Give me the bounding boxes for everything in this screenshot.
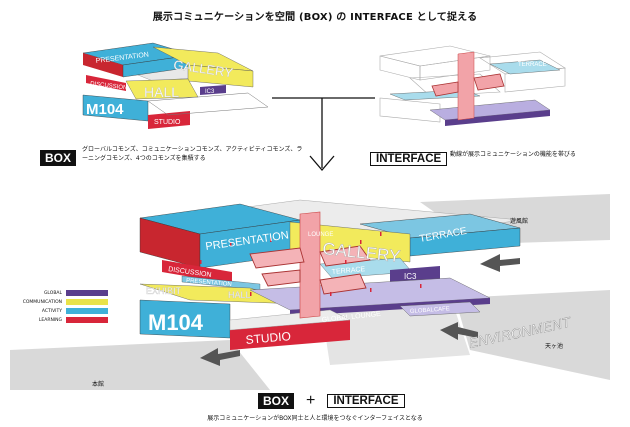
terrace-slab	[489, 59, 561, 75]
studio-box	[148, 111, 190, 129]
place-label-left: 本館	[92, 380, 104, 388]
interface-description: 動線が展示コミュニケーションの機能を帯びる	[450, 151, 576, 158]
gallery-box-side	[187, 64, 254, 88]
page-title: 展示コミュニケーションを空間 (BOX) の INTERFACE として捉える	[152, 12, 478, 23]
legend-label: GLOBAL	[43, 290, 62, 296]
main-label-exhibit: EXHIBIT	[146, 286, 182, 296]
main-label-ic3: IC3	[404, 272, 417, 281]
legend-item-learning: LEARNING	[20, 317, 115, 323]
main-label-m104: M104	[148, 310, 204, 335]
legend-item-global: GLOBAL	[20, 290, 115, 296]
circulation-tower	[457, 51, 475, 121]
legend-item-communication: COMMUNICATION	[20, 299, 115, 305]
ground-right	[455, 290, 610, 380]
box-tag-top: BOX	[40, 147, 77, 166]
ic3-box	[200, 85, 226, 95]
bottom-box-label: BOX	[258, 393, 295, 409]
connector-arrow	[272, 97, 375, 171]
label-m104: M104	[86, 101, 124, 118]
stairs-group	[431, 73, 505, 97]
legend-item-activity: ACTIVITY	[20, 308, 115, 314]
box-description: グローバルコモンズ、コミュニケーションコモンズ、アクティビティコモンズ、ラーニン…	[82, 146, 303, 162]
interface-label: INTERFACE	[370, 152, 448, 166]
global-cafe-slab	[399, 301, 481, 317]
flow-arrows	[200, 254, 520, 366]
platform-outline	[147, 92, 268, 116]
main-stairs	[249, 245, 371, 295]
main-tower	[299, 211, 321, 319]
legend: GLOBAL COMMUNICATION ACTIVITY LEARNING	[20, 290, 115, 323]
main-label-global-cafe: GLOBALCAFE	[410, 306, 450, 315]
presentation-box-front	[83, 53, 123, 77]
legend-swatch	[66, 308, 108, 314]
box-diagram-small: PRESENTATION GALLERY DISCUSSION HALL IC3…	[82, 42, 268, 129]
people-markers	[200, 232, 422, 296]
discussion-box	[86, 75, 126, 91]
discussion-block	[162, 260, 232, 284]
caption: 展示コミュニケーションがBOX同士と人と環境をつなぐインターフェイスとなる	[207, 415, 423, 422]
main-label-presentation2: PRESENTATION	[186, 278, 232, 288]
label-discussion: DISCUSSION	[90, 81, 128, 92]
legend-swatch	[66, 317, 108, 323]
main-label-terrace2: TERRACE	[332, 266, 366, 276]
main-label-studio: STUDIO	[245, 329, 291, 347]
legend-swatch	[66, 290, 108, 296]
interface-tag-top: INTERFACE	[370, 147, 448, 166]
ground-left	[10, 340, 270, 390]
base-slab-edge	[445, 110, 550, 126]
legend-label: ACTIVITY	[41, 308, 62, 314]
legend-label: COMMUNICATION	[22, 299, 62, 305]
box-label: BOX	[40, 150, 77, 166]
main-label-lounge: LOUNGE	[308, 232, 333, 238]
interface-diagram-small: TERRACE	[379, 45, 566, 126]
bottom-interface-label: INTERFACE	[327, 394, 405, 408]
legend-swatch	[66, 299, 108, 305]
global-platform-edge	[290, 298, 490, 316]
place-label-top-right: 遊風館	[510, 217, 528, 225]
label-hall: HALL	[144, 84, 179, 100]
plus-sign: +	[306, 392, 316, 409]
main-label-hall: HALL	[228, 290, 251, 300]
place-label-right: 天ヶ池	[545, 342, 563, 350]
main-diagram: PRESENTATION GALLERY TERRACE LOUNGE DISC…	[10, 194, 610, 390]
legend-label: LEARNING	[38, 317, 62, 323]
bottom-equation: BOX + INTERFACE	[258, 392, 405, 410]
label-studio: STUDIO	[154, 119, 181, 126]
label-terrace: TERRACE	[518, 62, 547, 68]
label-ic3: IC3	[205, 89, 215, 95]
